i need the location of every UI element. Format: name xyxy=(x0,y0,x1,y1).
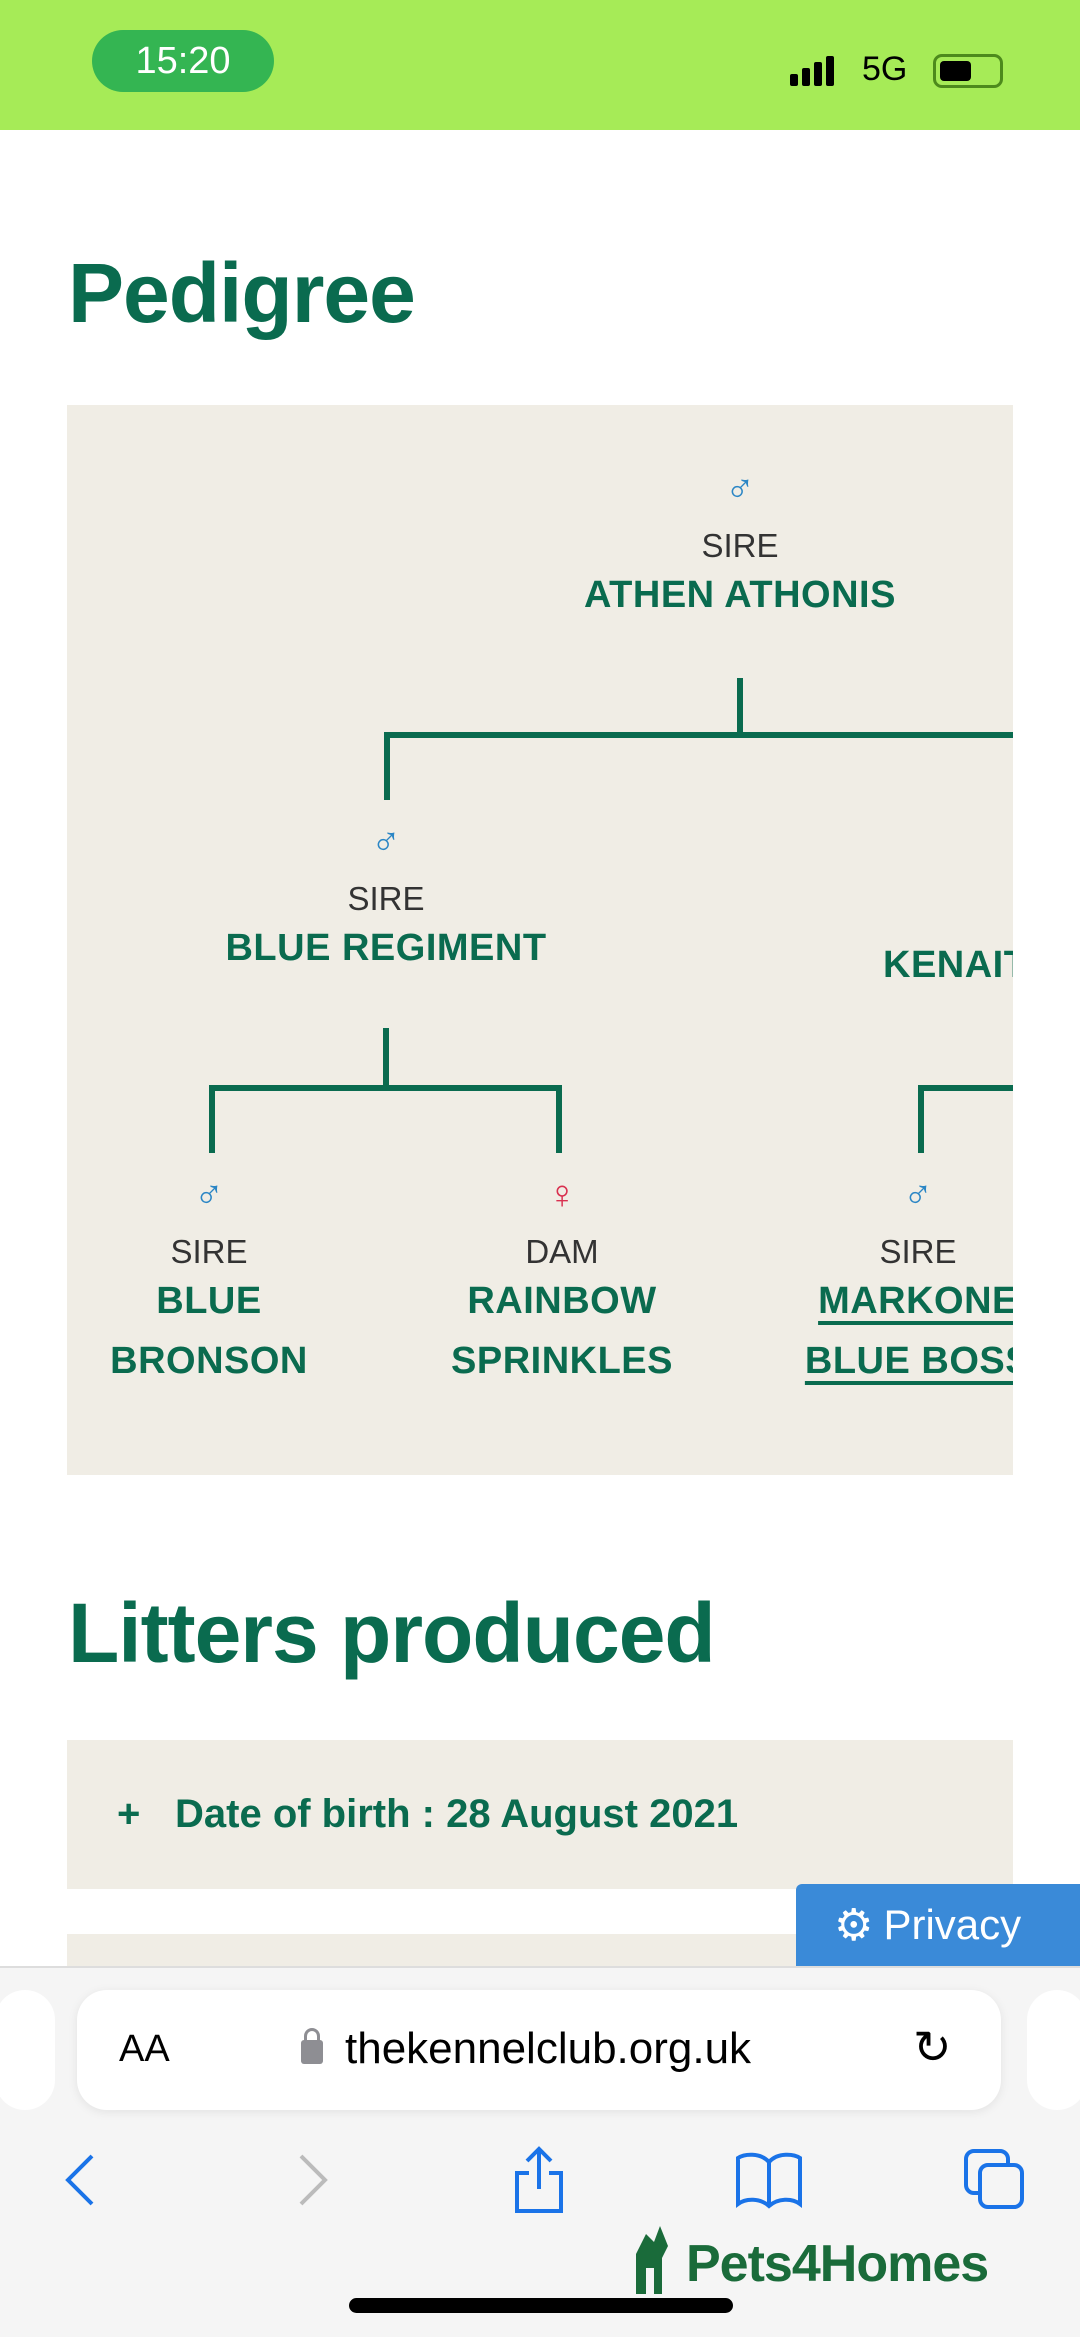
tree-line xyxy=(209,1085,215,1153)
address-bar[interactable]: AA thekennelclub.org.uk ↻ xyxy=(77,1990,1001,2110)
tree-line xyxy=(556,1085,562,1153)
url-text[interactable]: thekennelclub.org.uk xyxy=(345,2024,752,2073)
node-role: SIRE xyxy=(170,1233,248,1270)
litter-accordion-item[interactable]: + Date of birth : 28 August 2021 xyxy=(67,1740,1013,1889)
back-button[interactable] xyxy=(45,2145,115,2215)
tree-line xyxy=(737,678,743,738)
litters-title: Litters produced xyxy=(68,1586,716,1680)
node-name: BLUE xyxy=(156,1280,262,1322)
male-icon: ♂ xyxy=(194,1173,224,1217)
node-name: BRONSON xyxy=(110,1340,308,1382)
node-role: SIRE xyxy=(347,880,425,917)
reload-icon[interactable]: ↻ xyxy=(913,2021,952,2073)
node-role: DAM xyxy=(525,1233,599,1270)
node-name: SPRINKLES xyxy=(451,1340,673,1382)
node-name-link[interactable]: MARKONE xyxy=(818,1280,1013,1322)
node-role: SIRE xyxy=(879,1233,957,1270)
privacy-label: Privacy xyxy=(883,1901,1022,1948)
tree-line xyxy=(918,1085,924,1153)
previous-tab-edge[interactable] xyxy=(0,1990,55,2110)
dog-logo-icon xyxy=(636,2226,668,2294)
pedigree-node-sire-dam: ♀ DAM RAINBOW SPRINKLES xyxy=(392,1173,732,1391)
status-bar: 15:20 5G xyxy=(0,0,1080,130)
forward-button[interactable] xyxy=(278,2145,348,2215)
node-name: BLUE REGIMENT xyxy=(225,927,547,969)
pedigree-node-sire-sire: ♂ SIRE BLUE BRONSON xyxy=(67,1173,379,1391)
litter-label: Date of birth : 28 August 2021 xyxy=(175,1792,739,1836)
tabs-icon[interactable] xyxy=(960,2145,1030,2215)
male-icon: ♂ xyxy=(371,820,401,864)
tree-line xyxy=(209,1085,562,1091)
bookmarks-icon[interactable] xyxy=(734,2145,804,2215)
tree-line xyxy=(384,732,1013,738)
next-tab-edge[interactable] xyxy=(1027,1990,1080,2110)
node-name: RAINBOW xyxy=(467,1280,657,1322)
lock-icon xyxy=(301,2028,323,2064)
signal-icon xyxy=(790,56,834,86)
home-indicator[interactable] xyxy=(349,2298,733,2313)
pedigree-node-sire: ♂ SIRE BLUE REGIMENT xyxy=(216,820,556,978)
node-role: SIRE xyxy=(701,527,779,564)
tree-line xyxy=(383,1028,389,1090)
male-icon: ♂ xyxy=(903,1173,933,1217)
text-size-button[interactable]: AA xyxy=(119,2028,170,2070)
tree-line xyxy=(384,732,390,800)
page-title: Pedigree xyxy=(68,246,416,340)
status-time: 15:20 xyxy=(92,30,274,92)
node-name: ATHEN ATHONIS xyxy=(584,574,896,616)
male-icon: ♂ xyxy=(725,467,755,511)
network-type: 5G xyxy=(862,50,908,88)
female-icon: ♀ xyxy=(547,1173,577,1217)
gear-icon: ⚙ xyxy=(834,1900,874,1950)
pedigree-tree: ♂ SIRE ATHEN ATHONIS ♂ SIRE BLUE REGIMEN… xyxy=(67,405,1013,1475)
pedigree-node-root: ♂ SIRE ATHEN ATHONIS xyxy=(570,467,910,625)
expand-icon: + xyxy=(117,1792,141,1836)
tree-line xyxy=(918,1085,1013,1091)
battery-icon xyxy=(933,54,1003,88)
pedigree-node-dam-name[interactable]: KENAIT xyxy=(883,944,1013,986)
watermark-text: Pets4Homes xyxy=(686,2235,989,2293)
node-name-link[interactable]: BLUE BOSS xyxy=(804,1340,1013,1382)
pets4homes-watermark: Pets4Homes xyxy=(626,2224,989,2294)
privacy-button[interactable]: ⚙ Privacy xyxy=(796,1884,1080,1966)
pedigree-node-dam-sire[interactable]: ♂ SIRE MARKONE BLUE BOSS xyxy=(748,1173,1013,1391)
share-icon[interactable] xyxy=(504,2145,574,2215)
